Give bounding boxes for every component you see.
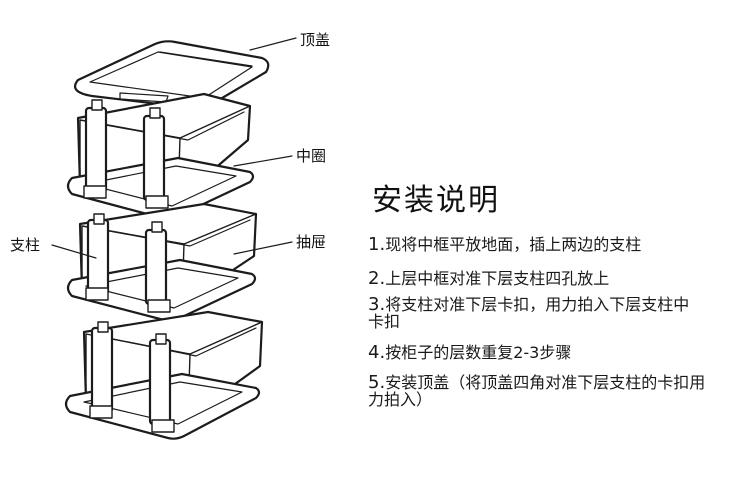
step-2: 2.上层中框对准下层支柱四孔放上 [368,268,740,289]
step-5: 5.安装顶盖（将顶盖四角对准下层支柱的卡扣用力拍入） [368,372,708,409]
step-text: 将支柱对准下层卡扣，用力拍入下层支柱中卡扣 [368,295,690,331]
step-text: 按柜子的层数重复2-3步骤 [385,343,572,362]
step-text: 上层中框对准下层支柱四孔放上 [385,269,610,288]
instructions-title: 安装说明 [372,183,500,218]
step-number: 4. [368,342,386,363]
top-lid [74,40,270,110]
step-text: 安装顶盖（将顶盖四角对准下层支柱的卡扣用力拍入） [368,373,706,409]
callout-drawer: 抽屉 [296,233,327,251]
step-number: 2. [368,268,386,289]
step-number: 3. [368,294,386,315]
leader-lines [51,37,297,259]
step-text: 现将中框平放地面，插上两边的支柱 [385,235,642,254]
callout-top-lid: 顶盖 [300,31,331,49]
callout-middle-ring: 中圈 [296,147,327,165]
pillars-level-3 [89,321,175,433]
pillars-level-2 [85,213,171,313]
step-number: 1. [368,234,386,255]
step-4: 4.按柜子的层数重复2-3步骤 [368,342,740,363]
step-1: 1.现将中框平放地面，插上两边的支柱 [368,234,740,255]
pillars-level-1 [83,99,169,209]
step-3: 3.将支柱对准下层卡扣，用力拍入下层支柱中卡扣 [368,294,698,331]
step-number: 5. [368,372,386,393]
callout-pillar: 支柱 [10,236,41,254]
